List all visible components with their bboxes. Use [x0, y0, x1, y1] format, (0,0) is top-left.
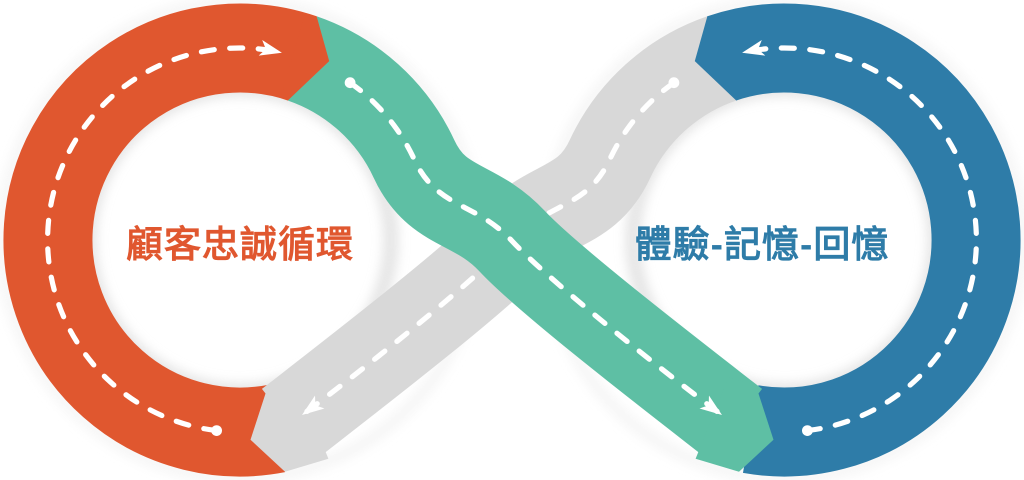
- left-loop-label: 顧客忠誠循環: [126, 223, 354, 265]
- left-loop-chevron: [280, 13, 330, 101]
- right-loop-chevron: [694, 13, 744, 101]
- flow-line-blue: [739, 40, 979, 437]
- right-loop-label: 體驗-記憶-回憶: [634, 223, 890, 265]
- flow-line-teal: [344, 77, 725, 418]
- flow-line-orange: [45, 40, 285, 437]
